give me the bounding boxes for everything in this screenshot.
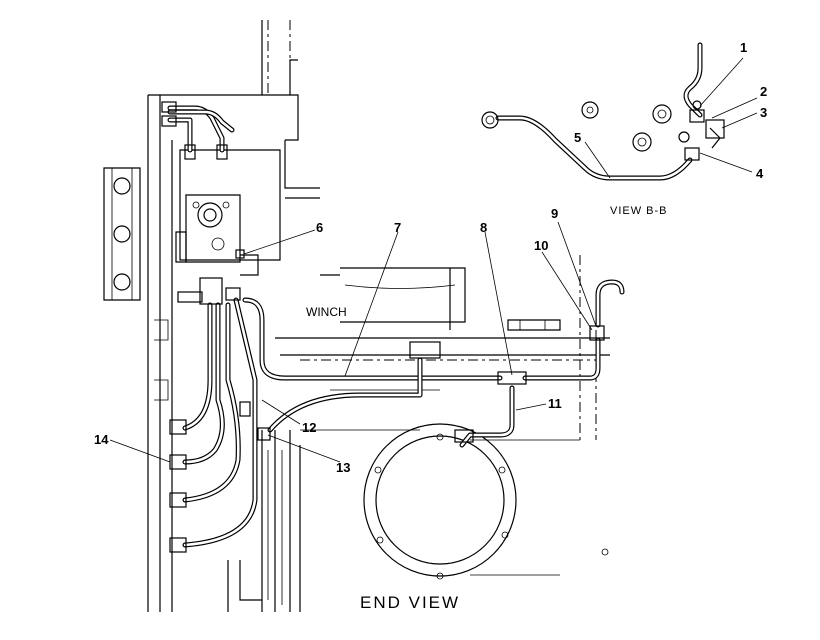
callout-5: 5 [574,130,581,145]
end-view-title: END VIEW [360,593,460,612]
callout-4: 4 [756,166,764,181]
hydraulic-pipes [167,105,625,548]
callout-1: 1 [740,40,747,55]
leader-lines [109,57,758,463]
callout-3: 3 [760,105,767,120]
callout-10: 10 [534,238,548,253]
valve-block [175,194,259,276]
callout-7: 7 [394,220,401,235]
callout-2: 2 [760,84,767,99]
callout-12: 12 [302,420,316,435]
callout-14: 14 [94,432,109,447]
frame-structure [103,20,610,612]
winch-body [320,267,561,331]
winch-label: WINCH [306,305,347,319]
callout-9: 9 [551,206,558,221]
fittings [161,101,605,553]
callout-8: 8 [480,220,487,235]
callout-6: 6 [316,220,323,235]
view-b-b-inset [481,42,725,181]
callout-11: 11 [548,396,562,411]
callout-13: 13 [336,460,350,475]
circular-housing [363,423,609,580]
view-b-b-label: VIEW B-B [610,205,668,217]
